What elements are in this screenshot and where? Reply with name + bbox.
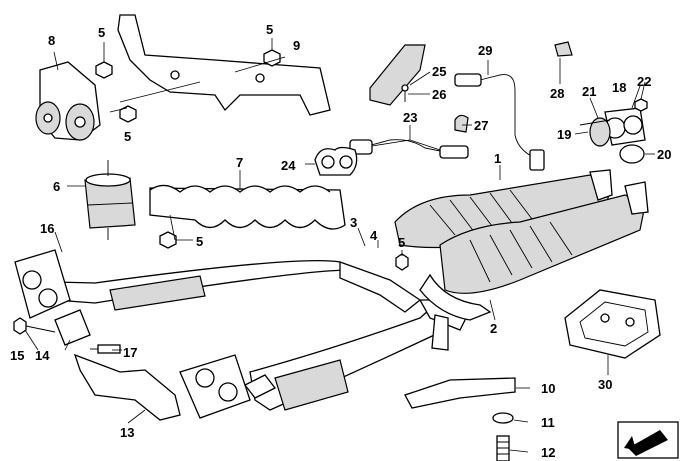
callout-30: 30 xyxy=(598,377,612,392)
callout-25: 25 xyxy=(432,64,446,79)
gasket-20 xyxy=(619,144,645,164)
callout-5d: 5 xyxy=(196,234,203,249)
support-bracket-9 xyxy=(117,14,331,116)
nut-5b xyxy=(263,49,281,67)
callout-5e: 5 xyxy=(398,235,405,250)
engine-mount-bracket xyxy=(35,61,101,141)
callout-labels: 8 5 5 9 5 6 7 5 16 15 14 17 13 24 3 4 5 … xyxy=(10,22,671,460)
bracket-25 xyxy=(369,44,426,106)
callout-8: 8 xyxy=(48,33,55,48)
direction-badge xyxy=(617,421,679,459)
nut-5e xyxy=(395,253,409,271)
callout-18: 18 xyxy=(612,80,626,95)
catalytic-converter-2 xyxy=(419,181,649,321)
callout-27: 27 xyxy=(474,118,488,133)
callout-3: 3 xyxy=(350,215,357,230)
callout-1: 1 xyxy=(494,151,501,166)
callout-13: 13 xyxy=(120,425,134,440)
callout-5c: 5 xyxy=(124,129,131,144)
bracket-10 xyxy=(404,377,516,409)
clamp-24 xyxy=(314,146,358,176)
catalytic-converter-1 xyxy=(394,169,613,249)
callout-20: 20 xyxy=(657,147,671,162)
nut-5c xyxy=(119,105,137,123)
heat-shield-plate-30 xyxy=(564,289,661,359)
rubber-mount-6 xyxy=(84,160,136,240)
gasket-19 xyxy=(589,117,611,147)
callout-15: 15 xyxy=(10,348,24,363)
callout-7: 7 xyxy=(236,155,243,170)
nut-22 xyxy=(634,98,648,112)
bolt-15 xyxy=(13,317,56,335)
bracket-14 xyxy=(54,309,91,346)
callout-5a: 5 xyxy=(98,25,105,40)
callout-14: 14 xyxy=(35,348,50,363)
callout-21: 21 xyxy=(582,84,596,99)
clip-28 xyxy=(554,41,573,57)
callout-6: 6 xyxy=(53,179,60,194)
callout-11: 11 xyxy=(541,415,555,430)
flange-16 xyxy=(14,249,71,319)
exhaust-pipe-assembly xyxy=(54,259,471,411)
callout-4: 4 xyxy=(370,228,378,243)
bolt-17 xyxy=(90,344,121,354)
heat-shield-7 xyxy=(149,184,346,230)
bracket-13 xyxy=(73,353,181,421)
callout-17: 17 xyxy=(123,345,137,360)
oxygen-sensor-23 xyxy=(349,139,469,159)
callout-28: 28 xyxy=(550,86,564,101)
washer-11 xyxy=(492,412,514,424)
callout-16: 16 xyxy=(40,221,54,236)
callout-12: 12 xyxy=(541,445,555,460)
callout-9: 9 xyxy=(293,38,300,53)
bolt-21 xyxy=(579,119,611,126)
callout-5b: 5 xyxy=(266,22,273,37)
upper-silencer xyxy=(109,275,206,311)
nut-5d xyxy=(159,231,177,249)
nut-5a xyxy=(95,61,113,79)
callout-10: 10 xyxy=(541,381,555,396)
callout-19: 19 xyxy=(557,127,571,142)
callout-24: 24 xyxy=(281,158,296,173)
leader-lines xyxy=(24,38,655,453)
callout-29: 29 xyxy=(478,43,492,58)
callout-22: 22 xyxy=(637,74,651,89)
callout-23: 23 xyxy=(403,110,417,125)
callout-26: 26 xyxy=(432,87,446,102)
clamp-27 xyxy=(454,114,469,133)
flange-front-right xyxy=(179,354,251,419)
bolt-12 xyxy=(496,435,510,461)
lower-silencer xyxy=(274,359,349,411)
callout-2: 2 xyxy=(490,321,497,336)
flange-18 xyxy=(604,107,646,146)
arrow-icon xyxy=(628,430,668,456)
oxygen-sensor-29 xyxy=(454,73,545,171)
